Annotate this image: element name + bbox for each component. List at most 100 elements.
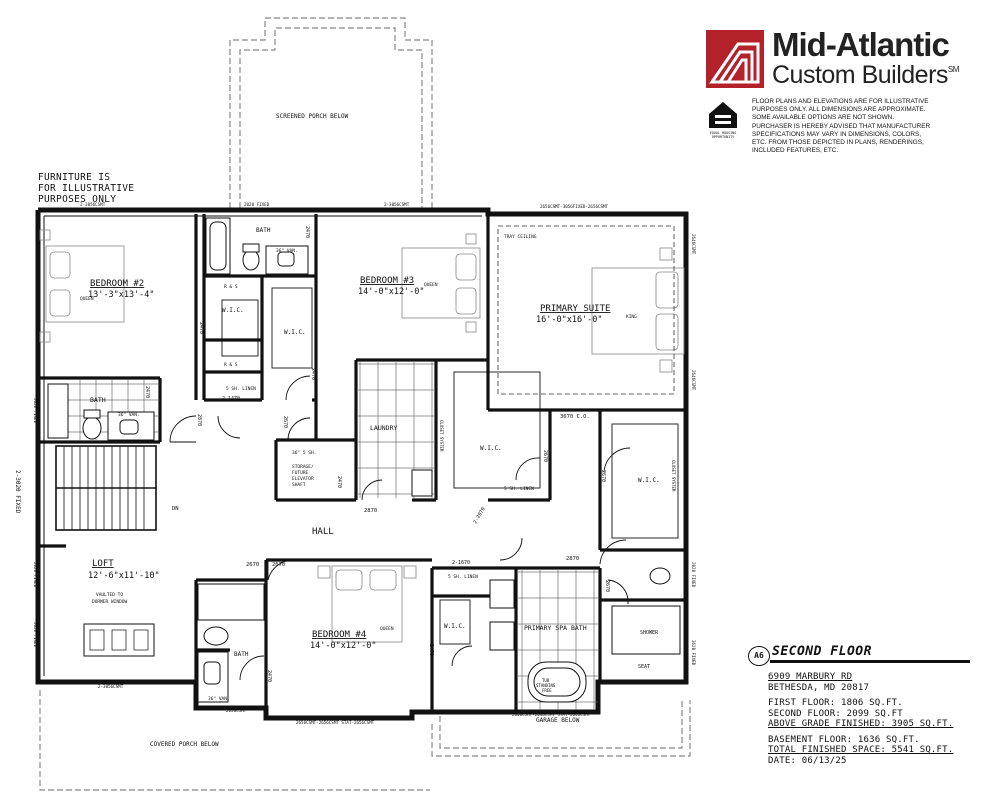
window-2: 2020 FIXED [244, 202, 270, 207]
covered-porch-outline [39, 690, 691, 791]
window-15: 2020 FIXED [33, 622, 38, 648]
loft-railing [83, 623, 155, 657]
tub-label-2: STANDING [536, 683, 556, 688]
door-2670-c: 2670 [282, 416, 288, 428]
linen-1: 5 SH. LINEN [226, 386, 256, 392]
disclaimer-line: INCLUDED FEATURES, ETC. [752, 147, 839, 155]
logo-mark-icon [706, 30, 764, 88]
furniture-note-line: FOR ILLUSTRATIVE [38, 183, 135, 194]
bath-label-top: BATH [256, 227, 271, 234]
bath-label-left: BATH [90, 396, 106, 404]
door-2470-f: 2470 [266, 670, 272, 682]
bedroom2-name: BEDROOM #2 [90, 279, 144, 289]
basement-area: BASEMENT FLOOR: 1636 SQ.FT. [768, 734, 920, 745]
linen-3: 5 SH. LINEN [504, 486, 534, 492]
window-13: 2020 FIXED [33, 398, 38, 424]
window-14: 2020 FIXED [33, 562, 38, 588]
door-2870-b: 2870 [566, 556, 579, 562]
sheet-title-rule [770, 660, 970, 663]
disclaimer-line: SOME AVAILABLE OPTIONS ARE NOT SHOWN. [752, 114, 895, 122]
window-11: 2020 FIXED [691, 562, 696, 588]
garage-label: GARAGE BELOW [536, 717, 580, 724]
loft-size: 12'-6"x11'-10" [88, 571, 160, 581]
window-8: 2656CSMT [226, 708, 247, 713]
door-swings [169, 375, 631, 681]
window-10: 2646CSMT [691, 370, 696, 391]
service-mark: SM [947, 65, 960, 74]
wic-3: W.I.C. [480, 445, 502, 452]
closets [221, 287, 679, 645]
bedroom4-name: BEDROOM #4 [312, 630, 366, 640]
vanity-2: 36" VAN. [118, 412, 140, 418]
vanity-1: 36" VAN. [276, 248, 298, 254]
window-6: 2656CSMT-2656CSMT STAT-2656CSMT [296, 720, 375, 725]
linen-2: 5 SH. LINEN [448, 574, 478, 580]
window-1: 2-3056CSMT [80, 202, 106, 207]
vanity-3: 36" VAN. [208, 696, 230, 702]
dn-label: DN [172, 506, 179, 512]
door-2470-c: 2470 [304, 226, 310, 238]
king-label: KING [626, 314, 637, 320]
door-2670-e: 2670 [600, 470, 606, 482]
disclaimer-line: SPECIFICATIONS MAY VARY IN DIMENSIONS, C… [752, 130, 922, 138]
storage-label-1: STORAGE/ [292, 464, 314, 470]
wic-1: W.I.C. [222, 307, 244, 314]
svg-text:EQUAL HOUSING: EQUAL HOUSING [710, 131, 737, 135]
sheet-caption: 2-3020 FIXED [14, 470, 21, 514]
storage-label-2: FUTURE [292, 470, 309, 476]
brand-name-line2: Custom BuildersSM [772, 61, 959, 90]
plan-date: DATE: 06/13/25 [768, 755, 847, 766]
tub-label-1: TUB [542, 678, 550, 683]
bath-label-bed4: BATH [234, 651, 249, 658]
vaulted-label-1: VAULTED TO [96, 592, 123, 598]
storage-label-3: ELEVATOR [292, 476, 314, 482]
door-2870-c: 2870 [196, 414, 202, 426]
primary-tray-ceiling [497, 225, 675, 395]
svg-text:OPPORTUNITY: OPPORTUNITY [712, 135, 734, 139]
door-21670: 2-1670 [452, 560, 470, 566]
disclaimer-line: FLOOR PLANS AND ELEVATIONS ARE FOR ILLUS… [752, 98, 929, 105]
tray-ceiling-label: TRAY CEILING [504, 234, 537, 240]
brand-name-line2-text: Custom Builders [772, 61, 948, 89]
window-9: 2646CSMT [691, 234, 696, 255]
disclaimer-line: PURPOSES ONLY. ALL DIMENSIONS ARE APPROX… [752, 106, 926, 114]
queen-3: QUEEN [380, 626, 394, 632]
tub-label-3: FREE [542, 688, 552, 693]
sheet-number-badge: A6 [748, 646, 770, 666]
door-2470-d: 2470 [144, 386, 150, 398]
company-logo: Mid-Atlantic Custom BuildersSM [706, 26, 966, 98]
closet-system-2: CLOSET SYSTEM [671, 460, 676, 492]
door-2470-a: 2470 [198, 322, 204, 334]
spa-bath-label: PRIMARY SPA BATH [524, 624, 587, 632]
seat-label: SEAT [638, 664, 650, 670]
sheet-title: SECOND FLOOR [772, 644, 872, 659]
door-2670-a: 2670 [246, 562, 259, 568]
door-2670-f: 2670 [604, 580, 610, 592]
vaulted-label-2: DORMER WINDOW [92, 599, 128, 605]
disclaimer-line: PURCHASER IS HEREBY ADVISED THAT MANUFAC… [752, 122, 931, 130]
co-label: 3670 C.O. [560, 414, 590, 420]
shelf-36: 36" 5 SH. [292, 450, 316, 456]
plan-room-labels: SCREENED PORCH BELOW BEDROOM #2 13'-3"x1… [14, 113, 696, 748]
interior-walls [36, 214, 686, 712]
rs-2: R & S [224, 362, 238, 368]
queen-2: QUEEN [424, 282, 438, 288]
bedroom4-size: 14'-0"x12'-0" [310, 641, 377, 651]
plumbing-fixtures [47, 217, 681, 703]
door-21470: 2-1470 [222, 396, 240, 402]
equal-housing-icon: EQUAL HOUSING OPPORTUNITY [709, 102, 737, 139]
door-22070: 2-2070 [473, 506, 487, 525]
window-4: 2656CSMT-3056FIXED-2656CSMT [540, 204, 609, 209]
first-floor-area: FIRST FLOOR: 1806 SQ.FT. [768, 698, 903, 708]
wic-2: W.I.C. [284, 329, 306, 336]
door-2870-a: 2870 [364, 508, 377, 514]
furniture-note-line: FURNITURE IS [38, 172, 111, 183]
closet-system-1: CLOSET SYSTEM [439, 420, 444, 452]
door-2470-e: 2470 [428, 644, 434, 656]
screened-porch-label: SCREENED PORCH BELOW [276, 113, 349, 120]
laundry-label: LAUNDRY [370, 424, 397, 432]
door-2670-d: 2670 [542, 450, 548, 462]
storage-label-4: SHAFT [292, 482, 306, 488]
covered-porch-label: COVERED PORCH BELOW [150, 741, 219, 748]
